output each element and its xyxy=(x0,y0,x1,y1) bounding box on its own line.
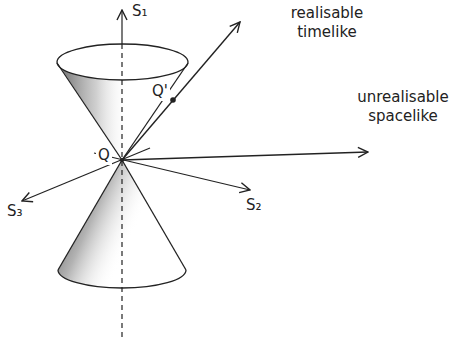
callout-note: unrealisable spacelike xyxy=(345,88,461,126)
vector-arrows xyxy=(122,22,368,160)
axis-label: S₂ xyxy=(244,196,264,215)
axes xyxy=(22,10,250,340)
point-dot xyxy=(120,158,124,162)
point-label: Q' xyxy=(150,82,170,101)
axis-label: S₃ xyxy=(5,202,25,221)
axis-label: S₁ xyxy=(130,2,150,21)
callout-note: realisable timelike xyxy=(282,4,372,42)
point-dot xyxy=(170,97,176,103)
point-label: Q xyxy=(96,146,112,165)
